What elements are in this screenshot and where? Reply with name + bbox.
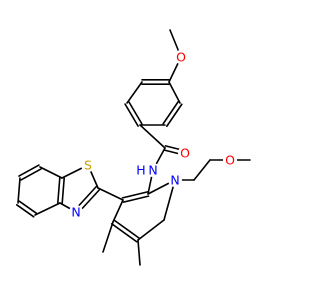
double-bond-line bbox=[20, 168, 42, 181]
pyrrole-nitrogen-label-background bbox=[168, 173, 182, 187]
methoxy-oxygen-label-background bbox=[174, 50, 188, 64]
double-bond-line bbox=[113, 219, 141, 240]
amide-hydrogen-label-background bbox=[134, 163, 148, 177]
single-bond bbox=[17, 177, 21, 204]
single-bond bbox=[34, 202, 61, 216]
single-bond bbox=[126, 81, 143, 104]
pyrrole-nitrogen-label: N bbox=[170, 173, 179, 188]
single-bond bbox=[39, 166, 63, 179]
double-bond-line bbox=[15, 203, 35, 218]
double-bond-line bbox=[61, 177, 65, 204]
double-bond-line bbox=[110, 222, 138, 243]
single-bond bbox=[102, 221, 114, 253]
single-bond bbox=[193, 159, 211, 181]
bond-lines bbox=[15, 29, 251, 266]
single-bond bbox=[97, 187, 124, 201]
double-bond-line bbox=[128, 101, 143, 125]
single-bond bbox=[112, 199, 124, 223]
double-bond-line bbox=[162, 100, 179, 125]
double-bond-line bbox=[18, 164, 40, 177]
single-bond bbox=[137, 219, 165, 241]
methoxy-oxygen-label: O bbox=[176, 50, 186, 65]
single-bond bbox=[168, 81, 181, 104]
double-bond-line bbox=[124, 103, 139, 127]
thiazole-sulfur-label-background bbox=[81, 158, 95, 172]
single-bond bbox=[137, 239, 141, 266]
double-bond-line bbox=[18, 200, 38, 215]
amide-nitrogen-label: N bbox=[148, 163, 157, 178]
single-bond bbox=[139, 124, 166, 149]
amide-hydrogen-label: H bbox=[136, 163, 145, 178]
double-bond-line bbox=[57, 177, 61, 204]
ether-oxygen-label-background bbox=[223, 153, 237, 167]
thiazole-nitrogen-label-background bbox=[69, 205, 83, 219]
double-bond-line bbox=[121, 191, 149, 199]
thiazole-sulfur-label: S bbox=[84, 158, 92, 173]
double-bond-line bbox=[166, 103, 183, 128]
carbonyl-oxygen-label: O bbox=[180, 146, 190, 161]
amide-nitrogen-label-background bbox=[146, 163, 160, 177]
thiazole-nitrogen-label: N bbox=[71, 205, 80, 220]
carbonyl-oxygen-label-background bbox=[178, 146, 192, 160]
ether-oxygen-label: O bbox=[225, 153, 235, 168]
double-bond-line bbox=[122, 195, 150, 203]
